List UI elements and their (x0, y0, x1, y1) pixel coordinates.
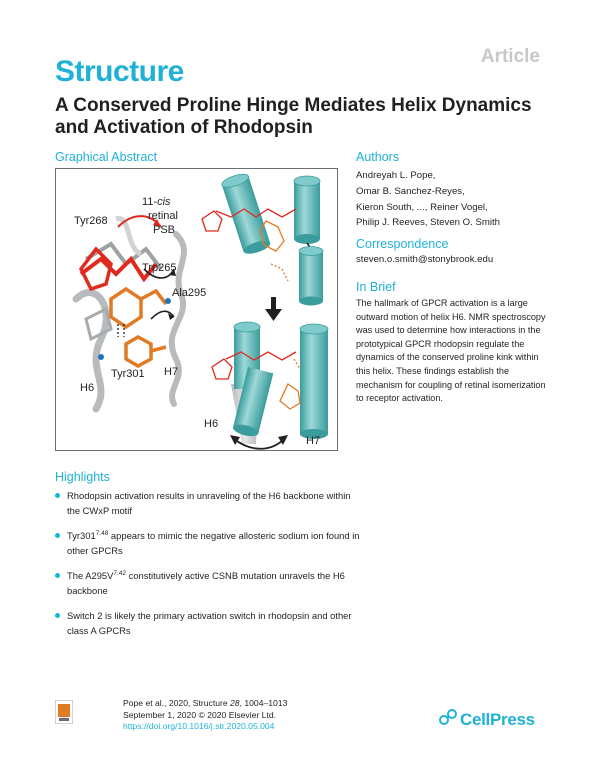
highlights-heading: Highlights (55, 470, 110, 484)
label-tyr268: Tyr268 (74, 215, 108, 227)
label-trp265: Trp265 (142, 262, 176, 274)
bullet-icon (55, 573, 60, 578)
highlight-2-post: appears to mimic the negative allosteric… (67, 530, 360, 556)
highlight-4-text: Switch 2 is likely the primary activatio… (67, 610, 352, 636)
correspondence-email[interactable]: steven.o.smith@stonybrook.edu (356, 254, 494, 265)
label-h7-right: H7 (306, 435, 320, 447)
article-type-tag: Article (480, 46, 540, 67)
author-line-2: Omar B. Sanchez-Reyes, (356, 185, 465, 197)
down-arrow-icon (265, 297, 282, 321)
cellpress-logo-icon (439, 709, 457, 725)
label-h6-right: H6 (204, 418, 218, 430)
in-brief-heading: In Brief (356, 280, 396, 294)
elsevier-logo-icon (55, 700, 73, 724)
graphical-abstract-image: 11-cis retinal PSB Tyr268 Trp265 Ala295 … (72, 173, 329, 450)
highlight-item: Switch 2 is likely the primary activatio… (55, 608, 365, 638)
graphical-abstract-figure: 11-cis retinal PSB Tyr268 Trp265 Ala295 … (55, 168, 338, 451)
correspondence-heading: Correspondence (356, 237, 449, 251)
authors-list: Andreyah L. Pope, Omar B. Sanchez-Reyes,… (356, 168, 556, 231)
highlights-list: Rhodopsin activation results in unraveli… (55, 488, 365, 648)
citation-footer: Pope et al., 2020, Structure 28, 1004–10… (123, 698, 287, 733)
label-psb: PSB (153, 224, 175, 236)
doi-link[interactable]: https://doi.org/10.1016/j.str.2020.05.00… (123, 721, 275, 731)
author-line-4: Philip J. Reeves, Steven O. Smith (356, 217, 500, 229)
journal-name: Structure (55, 55, 184, 88)
molecular-structure-illustration (72, 215, 187, 413)
highlight-3-pre: The A295V (67, 570, 114, 581)
highlight-1-text: Rhodopsin activation results in unraveli… (67, 490, 351, 516)
label-11-cis-retinal: 11-cis (142, 196, 171, 208)
label-tyr301: Tyr301 (111, 368, 145, 380)
author-line-1: Andreyah L. Pope, (356, 170, 436, 181)
bullet-icon (55, 493, 60, 498)
label-ala295: Ala295 (172, 287, 206, 299)
highlight-item: Tyr3017.48 appears to mimic the negative… (55, 528, 365, 558)
inactive-state-schematic (201, 173, 324, 306)
label-retinal-cis: cis (157, 196, 171, 208)
active-state-schematic (211, 321, 329, 450)
label-retinal: retinal (148, 210, 178, 222)
highlight-2-pre: Tyr301 (67, 530, 96, 541)
paper-title: A Conserved Proline Hinge Mediates Helix… (55, 95, 555, 139)
citation-pages: , 1004–1013 (239, 698, 288, 708)
citation-line-1: Pope et al., 2020, Structure 28, 1004–10… (123, 698, 287, 710)
graphical-abstract-heading: Graphical Abstract (55, 150, 158, 164)
bullet-icon (55, 533, 60, 538)
bullet-icon (55, 613, 60, 618)
highlight-item: Rhodopsin activation results in unraveli… (55, 488, 365, 518)
highlight-3-sup: 7.42 (113, 570, 127, 577)
label-h7-left: H7 (164, 366, 178, 378)
highlight-2-sup: 7.48 (95, 530, 109, 537)
in-brief-text: The hallmark of GPCR activation is a lar… (356, 298, 546, 404)
label-h6-left: H6 (80, 382, 94, 394)
title-line-1: A Conserved Proline Hinge Mediates Helix… (55, 95, 532, 116)
highlight-3-post: constitutively active CSNB mutation unra… (67, 570, 345, 596)
highlight-item: The A295V7.42 constitutively active CSNB… (55, 568, 365, 598)
citation-volume: 28 (230, 698, 240, 708)
author-line-3: Kieron South, ..., Reiner Vogel, (356, 201, 488, 213)
cellpress-wordmark: CellPress (460, 710, 535, 729)
label-retinal-prefix: 11- (142, 196, 157, 208)
title-line-2: and Activation of Rhodopsin (55, 117, 313, 138)
authors-heading: Authors (356, 150, 400, 164)
citation-prefix: Pope et al., 2020, Structure (123, 698, 231, 708)
citation-line-2: September 1, 2020 © 2020 Elsevier Ltd. (123, 709, 276, 720)
